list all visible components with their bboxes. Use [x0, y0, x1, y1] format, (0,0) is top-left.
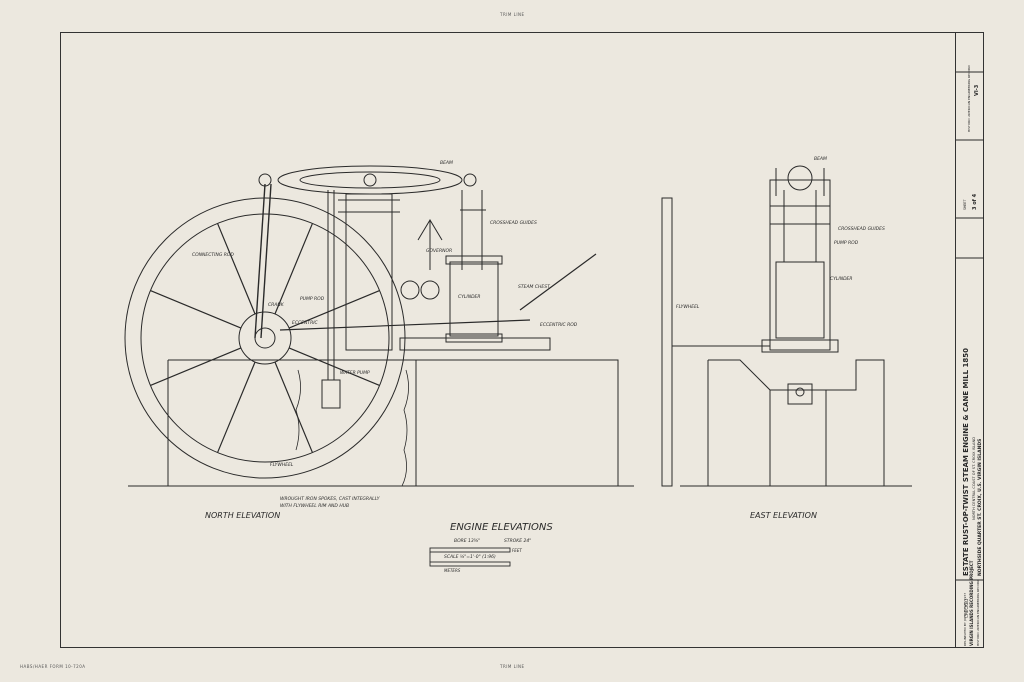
callout-crank: CRANK [268, 302, 285, 308]
spoke-note-line-2: WITH FLYWHEEL RIM AND HUB [280, 503, 349, 509]
callout-crosshead-guides: CROSSHEAD GUIDES [490, 220, 537, 226]
rubble-wall [401, 369, 409, 487]
callout-beam: BEAM [440, 160, 453, 166]
eccentric-rod [279, 319, 531, 331]
flywheel-edge [661, 197, 673, 487]
flywheel-spoke [216, 223, 256, 315]
flywheel-spoke [216, 361, 256, 453]
flywheel-spoke [274, 361, 314, 453]
east-elevation-drawing [661, 165, 885, 487]
east-callout-flywheel: FLYWHEEL [676, 304, 700, 310]
east-callout-beam: BEAM [814, 156, 827, 162]
scale-feet: FEET [512, 548, 522, 553]
east-elevation-title: EAST ELEVATION [750, 511, 817, 520]
engine-bore: BORE 13⅝" [454, 538, 480, 544]
title-block-dividers [956, 71, 984, 581]
callout-governor: GOVERNOR [426, 248, 452, 254]
north-elevation-title: NORTH ELEVATION [205, 511, 280, 520]
bed-plate [399, 337, 551, 351]
cylinder [449, 261, 499, 337]
rubble-wall-2 [295, 369, 301, 451]
survey-number: VI-3 [974, 84, 980, 96]
sheet-number: 3 of 4 [972, 193, 978, 210]
governor [417, 219, 443, 270]
beam-column [345, 193, 393, 351]
agency-name: HISTORIC AMERICAN ENGINEERING RECORD [967, 64, 971, 132]
project-sub: HISTORIC AMERICAN ENGINEERING RECORD [976, 578, 980, 646]
project-name: VIRGIN ISLANDS RECORDING PROJECT [969, 560, 974, 646]
form-number: HABS/HAER FORM 10-720A [20, 664, 86, 669]
beam [258, 165, 477, 195]
callout-pump-rod: PUMP ROD [300, 296, 325, 302]
flywheel-spoke [274, 223, 314, 315]
checked-status: CHECKED [964, 599, 969, 618]
connecting-rod [254, 183, 266, 339]
valve-lever [519, 253, 597, 311]
callout-steam-chest: STEAM CHEST [518, 284, 551, 290]
callout-eccentric-rod: ECCENTRIC ROD [540, 322, 578, 328]
top-trim-label: TRIM LINE [500, 12, 525, 17]
east-callout-crosshead-guides: CROSSHEAD GUIDES [838, 226, 885, 232]
callout-eccentric: ECCENTRIC [292, 320, 319, 326]
masonry-base [167, 359, 619, 486]
callout-connecting-rod: CONNECTING ROD [192, 252, 234, 258]
callout-water-pump: WATER PUMP [340, 370, 370, 376]
water-pump [321, 379, 341, 409]
delineator: DELINEATED BY: JOHN DOWD, 1977 [963, 593, 967, 646]
flywheel-spoke [150, 289, 242, 329]
flywheel [124, 197, 406, 479]
scale-bar [429, 547, 511, 567]
sheet-label: SHEET [963, 200, 967, 210]
callout-flywheel: FLYWHEEL [270, 462, 294, 468]
callout-cylinder: CYLINDER [458, 294, 481, 300]
spoke-note-line-1: WROUGHT IRON SPOKES, CAST INTEGRALLY [280, 496, 381, 502]
east-callout-pump-rod: PUMP ROD [834, 240, 859, 246]
title-block-strip [956, 32, 984, 648]
crosshead-guides [460, 190, 486, 270]
bottom-trim-label: TRIM LINE [500, 664, 525, 669]
drawing-border [60, 32, 956, 648]
scale-text: SCALE ⅛"=1'-0" (1:96) [444, 554, 496, 560]
scale-meters: METERS [444, 568, 461, 573]
main-title: ESTATE RUST-OP-TWIST STEAM ENGINE & CANE… [962, 348, 970, 576]
engine-elevations-title: ENGINE ELEVATIONS [450, 522, 553, 533]
location-line-2: NORTHSIDE QUARTER ST. CROIX, U.S. VIRGIN… [977, 439, 983, 576]
flywheel-spoke [150, 347, 242, 387]
east-callout-cylinder: CYLINDER [830, 276, 853, 282]
engine-stroke: STROKE 24" [504, 538, 531, 544]
location-line-1: NORTH CENTRAL COAST OF ST. CROIX ISLAND [972, 437, 976, 520]
